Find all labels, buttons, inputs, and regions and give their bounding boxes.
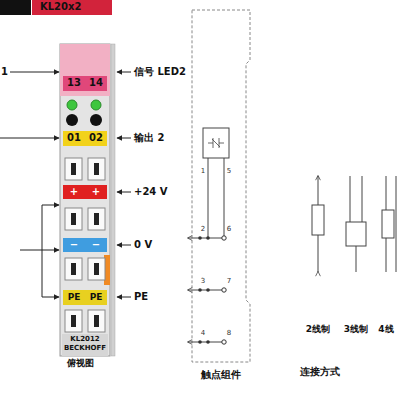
contact-assembly xyxy=(188,10,250,362)
pin-number: 3 xyxy=(201,278,205,285)
callout-label: PE xyxy=(134,292,148,303)
polarity-mark: − xyxy=(70,240,78,251)
model-title: KL20x2 xyxy=(40,2,81,13)
pin-number: 6 xyxy=(227,226,231,233)
pin-number: 7 xyxy=(227,278,231,285)
pin-number: 4 xyxy=(201,330,205,337)
terminal-contacts xyxy=(65,158,105,332)
pin-number: 8 xyxy=(227,330,231,337)
view-label: 俯视图 xyxy=(67,359,94,368)
callout-label: 输出 2 xyxy=(134,133,164,144)
callout-label: 0 V xyxy=(134,240,152,251)
callout-label: 信号 LED2 xyxy=(134,67,186,78)
brand-name: BECKHOFF xyxy=(64,345,106,352)
terminal-number: 02 xyxy=(89,133,103,144)
terminal-number: 13 xyxy=(67,78,81,89)
connection-symbols xyxy=(312,176,396,272)
polarity-mark: + xyxy=(92,187,100,198)
terminal-module xyxy=(60,44,115,356)
leader-lines xyxy=(0,72,131,297)
header-bar xyxy=(32,0,112,15)
method-label: 4线 xyxy=(378,325,393,334)
pin-number: 2 xyxy=(201,226,205,233)
terminal-label: PE xyxy=(68,293,81,302)
method-label: 3线制 xyxy=(344,325,368,334)
callout-label: 1 xyxy=(1,67,8,78)
method-label: 2线制 xyxy=(306,325,330,334)
pin-number: 1 xyxy=(201,168,205,175)
callout-label: +24 V xyxy=(134,187,168,198)
section-caption: 连接方式 xyxy=(300,367,340,378)
header-block xyxy=(0,0,31,15)
polarity-mark: − xyxy=(92,240,100,251)
terminal-number: 01 xyxy=(67,133,81,144)
section-caption: 触点组件 xyxy=(201,370,241,381)
model-number: KL2012 xyxy=(70,336,99,343)
pin-number: 5 xyxy=(227,168,231,175)
polarity-mark: + xyxy=(70,187,78,198)
terminal-number: 14 xyxy=(89,78,103,89)
terminal-label: PE xyxy=(90,293,103,302)
